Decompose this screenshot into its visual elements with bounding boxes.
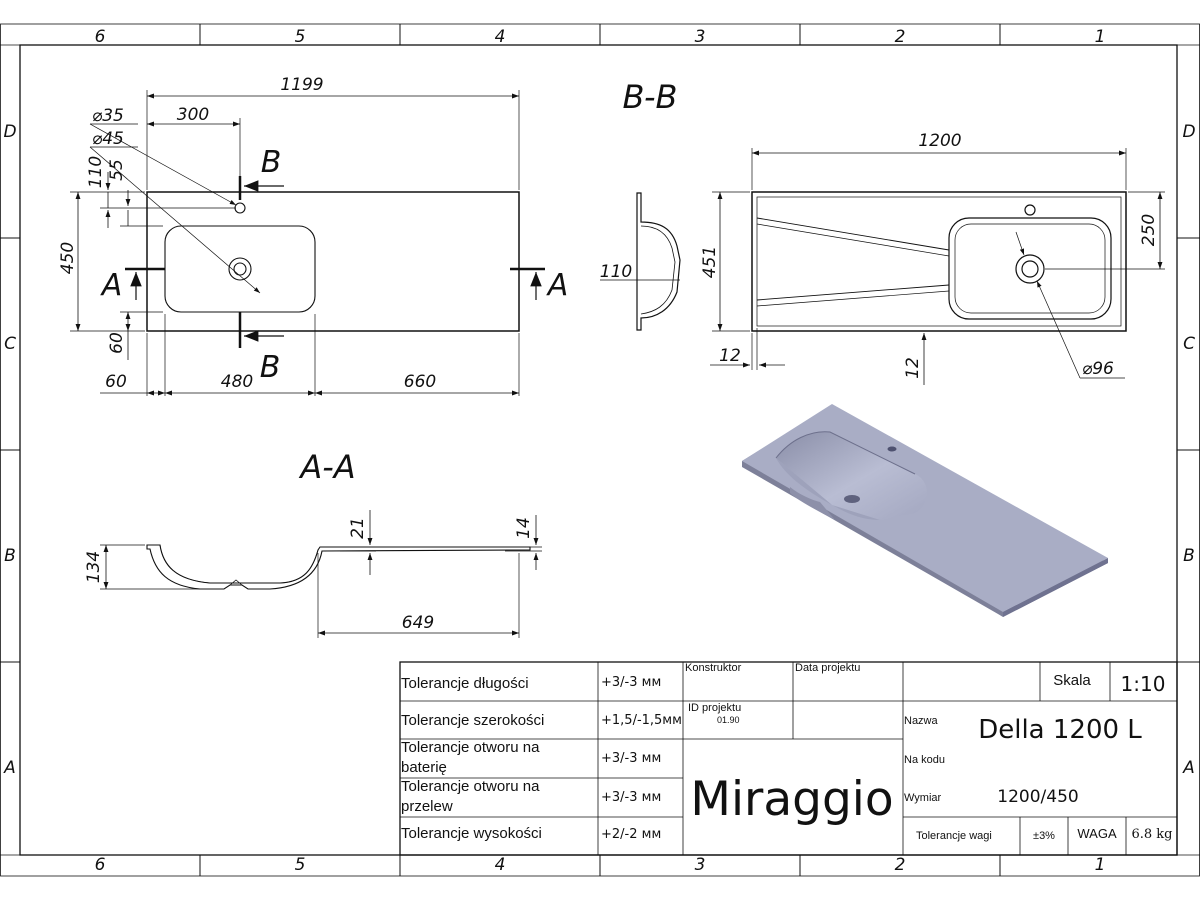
col-label-top: 5 bbox=[295, 27, 306, 47]
dim-aa-height: 134 bbox=[84, 551, 104, 583]
section-marker-a-left: A bbox=[100, 268, 123, 303]
title-block bbox=[399, 661, 1178, 856]
product-name: Della 1200 L bbox=[978, 715, 1142, 745]
dim-aa-14: 14 bbox=[514, 517, 534, 539]
row-label-right: B bbox=[1183, 546, 1195, 566]
col-label-top: 6 bbox=[95, 27, 106, 47]
section-aa-view bbox=[100, 510, 542, 638]
dim-55: 55 bbox=[107, 159, 127, 181]
tolerance-label-line: Tolerancje otworu na bbox=[401, 778, 540, 795]
sink-3d-render bbox=[742, 404, 1108, 617]
col-label-top: 1 bbox=[1095, 27, 1106, 47]
dim-side-depth: 110 bbox=[600, 262, 632, 282]
tap-hole bbox=[234, 202, 246, 214]
tolerancje-wagi-label: Tolerancje wagi bbox=[916, 830, 992, 842]
row-label-left: C bbox=[4, 334, 16, 354]
dim-bb-drain: ⌀96 bbox=[1082, 359, 1114, 379]
tolerance-label: Tolerancje szerokości bbox=[401, 712, 544, 729]
konstruktor-label: Konstruktor bbox=[685, 662, 742, 674]
row-label-right: D bbox=[1182, 122, 1195, 142]
tolerance-value: +3/-3 мм bbox=[601, 790, 661, 805]
col-label-top: 3 bbox=[695, 27, 706, 47]
row-label-left: D bbox=[3, 122, 16, 142]
section-aa-title: A-A bbox=[298, 448, 355, 486]
tolerance-label-line: Tolerancje otworu na bbox=[401, 739, 540, 756]
tolerance-label: Tolerancje otworu na przelew bbox=[401, 778, 544, 815]
col-label-top: 4 bbox=[495, 27, 506, 47]
col-label-bottom: 4 bbox=[495, 855, 506, 875]
section-marker-b-bottom: B bbox=[260, 350, 281, 385]
dim-shelf-length: 660 bbox=[404, 372, 436, 392]
side-profile-view bbox=[600, 192, 681, 331]
dim-bb-12-vertical: 12 bbox=[903, 357, 923, 379]
col-label-top: 2 bbox=[895, 27, 906, 47]
tolerancje-wagi-value: ±3% bbox=[1033, 830, 1055, 842]
col-label-bottom: 5 bbox=[295, 855, 306, 875]
col-label-bottom: 2 bbox=[895, 855, 906, 875]
dim-bb-250: 250 bbox=[1139, 214, 1159, 246]
wymiar-label: Wymiar bbox=[904, 792, 942, 804]
top-view-bowl bbox=[164, 225, 316, 313]
tolerance-label-line: przelew bbox=[401, 798, 453, 815]
row-label-right: A bbox=[1182, 758, 1195, 778]
top-view-outline bbox=[146, 191, 520, 332]
brand-logo: Miraggio bbox=[690, 772, 893, 827]
dim-bowl-length: 480 bbox=[221, 372, 253, 392]
section-aa-dimension-texts: 134 21 14 649 bbox=[84, 517, 534, 633]
id-projektu-value: 01.90 bbox=[717, 715, 740, 725]
dim-aa-649: 649 bbox=[402, 613, 434, 633]
col-label-bottom: 6 bbox=[95, 855, 106, 875]
dim-110: 110 bbox=[86, 156, 106, 188]
drain-outer bbox=[228, 257, 252, 281]
waga-value: 6.8 kg bbox=[1131, 827, 1172, 842]
drawing-frame bbox=[0, 23, 1200, 877]
tolerance-value: +3/-3 мм bbox=[601, 751, 661, 766]
row-label-left: A bbox=[3, 758, 16, 778]
title-block-texts: Tolerancje długości Tolerancje szerokośc… bbox=[401, 662, 1173, 842]
row-label-right: C bbox=[1183, 334, 1195, 354]
dim-60-horizontal: 60 bbox=[105, 372, 127, 392]
frame-row-labels: D C B A D C B A bbox=[3, 122, 1195, 778]
dim-bb-width: 451 bbox=[700, 246, 720, 278]
tolerance-value: +2/-2 мм bbox=[601, 827, 661, 842]
tolerance-label: Tolerancje długości bbox=[401, 675, 529, 692]
top-view-dimension-texts: 1199 300 ⌀35 ⌀45 110 55 450 60 60 480 66… bbox=[58, 75, 568, 392]
dim-overall-length: 1199 bbox=[280, 75, 323, 95]
id-projektu-label: ID projektu bbox=[688, 702, 741, 714]
tolerance-label-line: baterię bbox=[401, 759, 447, 776]
tolerance-value: +3/-3 мм bbox=[601, 675, 661, 690]
frame-column-labels: 6 5 4 3 2 1 6 5 4 3 2 1 bbox=[95, 27, 1106, 875]
dim-bb-length: 1200 bbox=[918, 131, 961, 151]
skala-label: Skala bbox=[1053, 672, 1091, 689]
dim-tap-hole-diameter: ⌀35 bbox=[92, 106, 124, 126]
skala-value: 1:10 bbox=[1121, 672, 1166, 696]
col-label-bottom: 1 bbox=[1095, 855, 1106, 875]
tolerance-label: Tolerancje wysokości bbox=[401, 825, 542, 842]
dim-width: 450 bbox=[58, 242, 78, 274]
nazwa-label: Nazwa bbox=[904, 715, 939, 727]
dim-bb-12-horizontal: 12 bbox=[719, 346, 741, 366]
tolerance-value: +1,5/-1,5мм bbox=[601, 713, 682, 728]
dim-60-vertical: 60 bbox=[107, 332, 127, 354]
col-label-bottom: 3 bbox=[695, 855, 706, 875]
tolerance-label: Tolerancje otworu na baterię bbox=[401, 739, 544, 776]
section-bb-title: B-B bbox=[623, 78, 678, 116]
data-projektu-label: Data projektu bbox=[795, 662, 860, 674]
dim-aa-21: 21 bbox=[348, 517, 368, 539]
section-bb-view bbox=[710, 148, 1165, 385]
top-view bbox=[70, 90, 545, 396]
dim-drain-diameter: ⌀45 bbox=[92, 129, 124, 149]
waga-label: WAGA bbox=[1077, 826, 1117, 841]
wymiar-value: 1200/450 bbox=[997, 787, 1078, 807]
section-marker-b-top: B bbox=[261, 145, 282, 180]
dim-bowl-offset: 300 bbox=[177, 105, 209, 125]
drain-inner bbox=[233, 262, 247, 276]
section-marker-a-right: A bbox=[546, 268, 569, 303]
section-bb-dimension-texts: 1200 451 250 12 12 ⌀96 bbox=[700, 131, 1159, 379]
na-kodu-label: Na kodu bbox=[904, 754, 945, 766]
row-label-left: B bbox=[4, 546, 16, 566]
